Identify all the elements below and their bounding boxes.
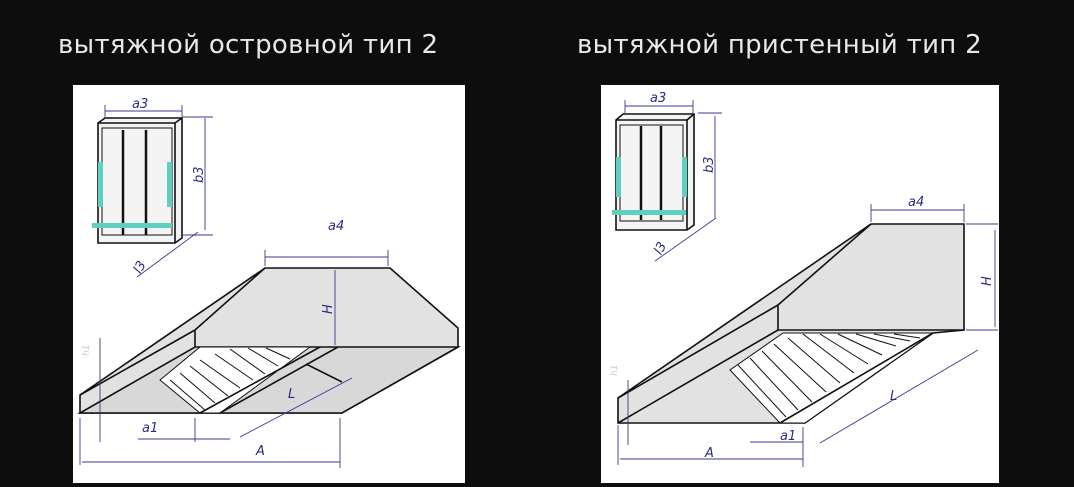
label-H: H bbox=[980, 276, 995, 286]
label-A: A bbox=[255, 444, 265, 459]
label-a1: a1 bbox=[780, 429, 796, 444]
hood-body bbox=[76, 267, 462, 414]
title-wall-hood: вытяжной пристенный тип 2 bbox=[577, 30, 983, 60]
island-hood-drawing: a3 b3 l3 a4 H a1 L A h1 bbox=[70, 80, 474, 483]
grease-filter-drawing bbox=[92, 105, 213, 278]
label-H: H bbox=[321, 304, 336, 314]
grease-filter-drawing bbox=[612, 100, 722, 262]
wall-hood-drawing: a3 b3 l3 a4 H a1 L A h1 bbox=[598, 80, 1002, 483]
hood-body bbox=[617, 223, 965, 424]
label-h1: h1 bbox=[82, 345, 92, 356]
label-b3: b3 bbox=[702, 156, 717, 173]
label-A: A bbox=[704, 446, 714, 461]
label-L: L bbox=[890, 389, 897, 404]
label-a1: a1 bbox=[142, 421, 158, 436]
label-a3: a3 bbox=[650, 91, 666, 106]
label-a3: a3 bbox=[132, 97, 148, 112]
label-b3: b3 bbox=[192, 166, 207, 183]
label-a4: a4 bbox=[908, 195, 924, 210]
label-a4: a4 bbox=[328, 219, 344, 234]
title-island-hood: вытяжной островной тип 2 bbox=[58, 30, 439, 60]
label-h1: h1 bbox=[610, 365, 620, 376]
label-L: L bbox=[288, 387, 295, 402]
